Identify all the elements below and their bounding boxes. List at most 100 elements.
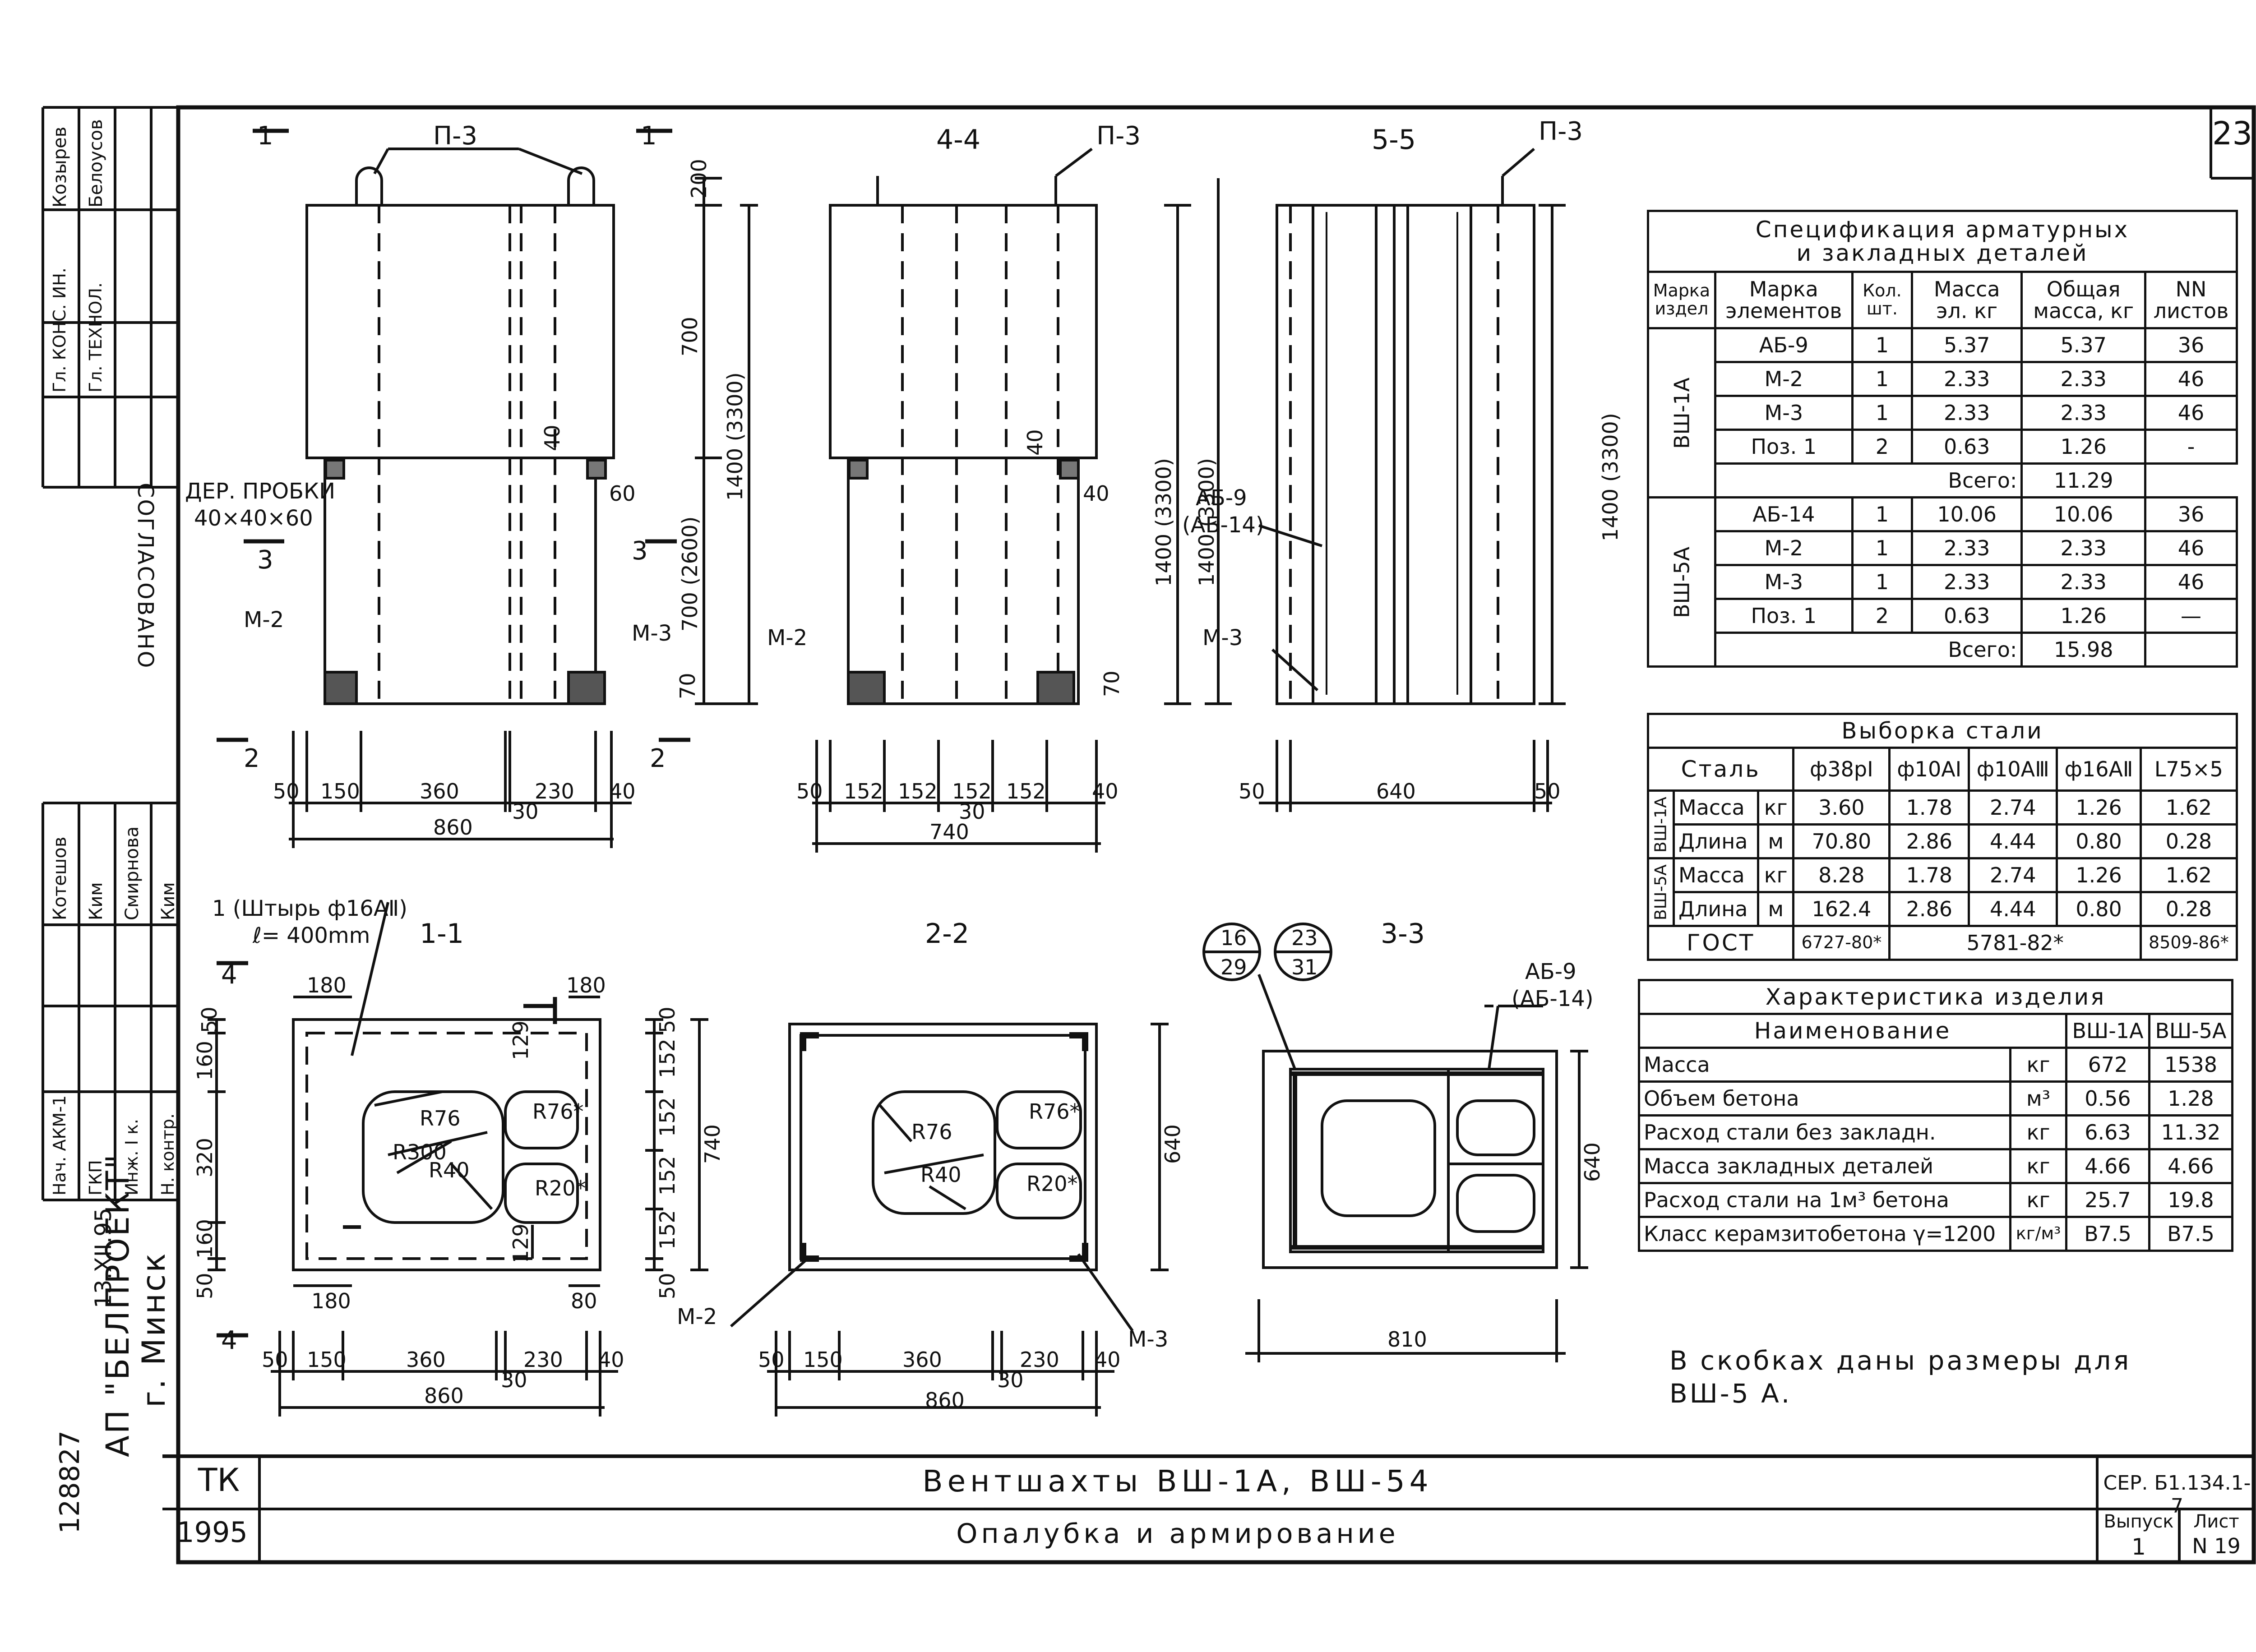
dim-text: 50 <box>262 1347 288 1372</box>
dim-text: 160 <box>193 1219 217 1259</box>
dim-text: 50 <box>273 779 300 803</box>
dim-total-width: 860 <box>424 1384 464 1408</box>
dim-text: 30 <box>501 1368 527 1392</box>
radius-label: R20* <box>1026 1172 1078 1196</box>
steel-table: Выборка стали Сталь ф38рⅠ ф10АⅠ ф10АⅢ ф1… <box>1646 713 2238 961</box>
table-total-row: Всего:11.29 <box>1648 462 2237 498</box>
signature-date: 13.XII.95 <box>90 1208 116 1308</box>
embed-m2-label: М-2 <box>677 1304 717 1329</box>
dim-text: 152 <box>844 779 883 803</box>
dimension-note: В скобках даны размеры для ВШ-5 А. <box>1669 1345 2131 1409</box>
dim-text: 129 <box>509 1223 533 1263</box>
role-label: Н. контр. <box>158 1113 178 1195</box>
role-label: Гл. КОНС. ИН. <box>50 268 69 392</box>
plug-label: П-3 <box>1096 121 1141 151</box>
dim-text: 50 <box>655 1273 680 1299</box>
sheet-number: 23 <box>2212 115 2253 152</box>
dim-text: 30 <box>997 1368 1024 1392</box>
embed-m2-label: М-2 <box>244 607 284 632</box>
gost-row: ГОСТ 6727-80* 5781-82* 8509-86* <box>1646 925 2238 961</box>
dim-text: 30 <box>959 799 985 824</box>
name-label: Смирнова <box>122 826 143 920</box>
dim-text: 1400 (3300) <box>1151 458 1176 586</box>
dim-text: 152 <box>655 1156 680 1195</box>
radius-label: R20* <box>535 1176 586 1200</box>
radius-label: R76* <box>1029 1099 1080 1124</box>
dim-text: 360 <box>406 1347 446 1372</box>
embed-m3-label: М-3 <box>1128 1327 1168 1352</box>
dim-text: 640 <box>1580 1142 1604 1182</box>
cut-mark-1-right: 1 <box>641 121 657 151</box>
steel-table-title: Выборка стали <box>1647 713 2238 749</box>
dim-text: 40 <box>598 1347 624 1372</box>
dim-text: 700 <box>678 317 702 356</box>
dim-text: 640 <box>1160 1124 1185 1164</box>
dim-text: 1400 (3300) <box>1194 458 1219 586</box>
dim-text: 230 <box>1020 1347 1059 1372</box>
role-label: ГКП <box>86 1160 106 1195</box>
dim-text: 40 <box>1083 481 1110 506</box>
view-title-5-5: 5-5 <box>1372 124 1416 156</box>
embed-m3-label: М-3 <box>1202 625 1243 651</box>
radius-label: R76 <box>911 1120 952 1144</box>
dim-text: 810 <box>1387 1327 1427 1352</box>
section-title-3-3: 3-3 <box>1381 918 1425 950</box>
radius-label: R300 <box>393 1140 447 1164</box>
radius-label: R76* <box>532 1099 584 1124</box>
name-label: Козырев <box>50 126 70 208</box>
cut-mark-3-left: 3 <box>257 545 273 575</box>
dim-text: 152 <box>1006 779 1046 803</box>
dim-text: 70 <box>1100 670 1124 697</box>
embed-m2-label: М-2 <box>767 625 807 651</box>
sheet-ref-top: 23 <box>1291 926 1318 950</box>
cut-mark-3-right: 3 <box>632 536 648 566</box>
cut-mark-4: 4 <box>221 960 237 990</box>
characteristics-table: Характеристика изделия Наименование ВШ-1… <box>1637 979 2234 1252</box>
title-block-sheet: N 19 <box>2192 1534 2241 1558</box>
dim-text: 1400 (3300) <box>1598 413 1623 541</box>
dim-text: 129 <box>509 1020 533 1060</box>
view-title-4-4: 4-4 <box>936 124 980 156</box>
dim-text: 50 <box>1239 779 1265 803</box>
role-label: Инж. I к. <box>122 1119 142 1195</box>
dim-text: 230 <box>535 779 574 803</box>
title-block-tk: ТК <box>198 1462 240 1499</box>
cut-mark-2-right: 2 <box>650 744 666 773</box>
dim-text: 180 <box>566 973 606 997</box>
dim-text: 152 <box>898 779 938 803</box>
dim-text: 180 <box>311 1289 351 1313</box>
dim-text: 150 <box>307 1347 347 1372</box>
section-title-1-1: 1-1 <box>420 918 464 950</box>
plug-label: П-3 <box>1539 117 1583 146</box>
cut-mark-1-left: 1 <box>257 121 273 151</box>
name-label: Ким <box>158 882 179 920</box>
dim-text: 50 <box>796 779 823 803</box>
title-block-series: СЕР. Б1.134.1-7 <box>2103 1472 2251 1518</box>
dim-text: 40 <box>609 779 636 803</box>
dim-text: 50 <box>758 1347 785 1372</box>
city-label: г. Минск <box>135 1251 172 1407</box>
title-block-subtitle: Опалубка и армирование <box>956 1518 1399 1550</box>
spec-table: Спецификация арматурных и закладных дета… <box>1647 210 2238 668</box>
dim-text: 70 <box>675 673 700 699</box>
table-total-row: Всего:15.98 <box>1648 632 2238 668</box>
pin-length: ℓ= 400mm <box>252 923 370 948</box>
name-label: Белоусов <box>86 119 106 208</box>
dim-text: 1400 (3300) <box>723 372 747 501</box>
sheet-ref-bottom: 29 <box>1220 955 1247 979</box>
dim-text: 152 <box>655 1210 680 1250</box>
plug-label: П-3 <box>433 121 477 151</box>
dim-text: 152 <box>655 1097 680 1137</box>
dim-text: 640 <box>1376 779 1416 803</box>
dim-text: 152 <box>655 1038 680 1078</box>
